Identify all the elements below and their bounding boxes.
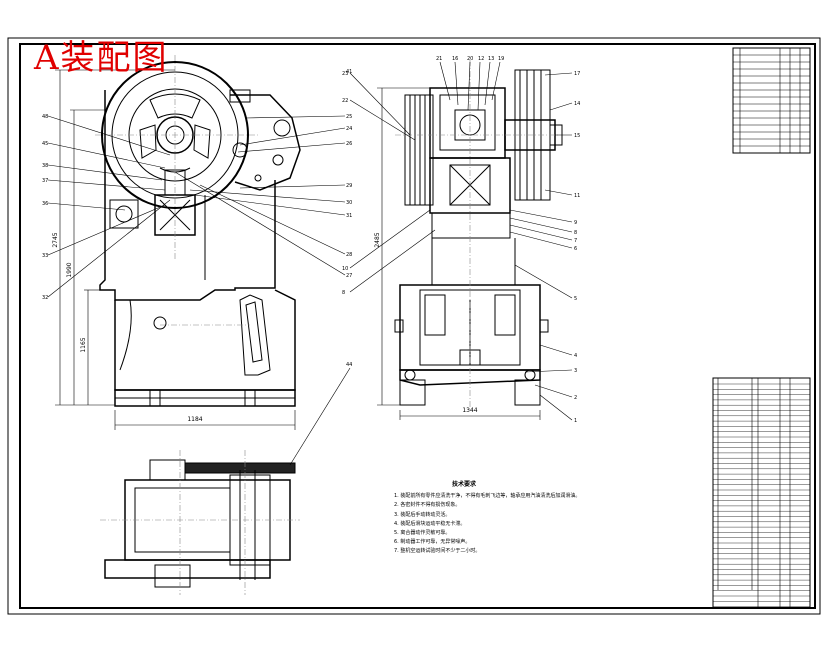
tech-requirement-item: 5. 离合器动作灵敏可靠。 [394,530,451,537]
balloon-label: 32 [42,295,48,301]
balloon-label: 16 [452,56,458,62]
parts-list-top [732,47,811,154]
balloon-label: 2 [574,395,577,401]
balloon-label: 36 [42,201,48,207]
balloon-label: 17 [574,71,580,77]
balloon-label: 38 [42,163,48,169]
balloon-label: 1 [574,418,577,424]
side-leaders [47,115,346,298]
balloon-label: 33 [42,253,48,259]
front-dim-texts: 1344 2485 [374,232,478,414]
inner-border [19,43,816,609]
balloon-label: 21 [436,56,442,62]
dim-height-total: 2745 [52,232,59,247]
drawing-title: A装配图 [34,38,169,78]
balloon-label: 12 [478,56,484,62]
side-dimensions [55,69,296,430]
parts-list-top-rows [733,54,810,147]
balloon-label: 9 [574,220,577,226]
outer-border [7,37,821,615]
tech-requirement-item: 7. 整机空运转试验时间不少于二小时。 [394,548,481,555]
balloon-label: 26 [346,141,352,147]
dim-width-front: 1344 [462,407,477,414]
balloon-label: 14 [574,101,580,107]
dim-height-front: 2485 [374,232,381,247]
balloon-label: 28 [346,252,352,258]
tech-requirement-item: 2. 各密封件不得有损伤现象。 [394,502,461,509]
balloon-label: 29 [346,183,352,189]
tech-requirement-item: 3. 装配后手动转动灵活。 [394,511,451,518]
balloon-label: 6 [574,246,577,252]
balloon-label: 19 [498,56,504,62]
balloon-label: 5 [574,296,577,302]
side-view [95,55,301,407]
balloon-label: 20 [467,56,473,62]
balloon-label: 45 [42,141,48,147]
tech-requirement-item: 1. 装配前所有零件应清洗干净，不得有毛刺飞边等，轴承应用汽油清洗后加润滑油。 [394,493,581,500]
side-dim-texts: 1184 2745 1990 1165 [52,232,203,423]
front-leaders [349,61,573,421]
balloon-44: 44 [346,362,352,368]
leader-44 [289,367,351,466]
balloon-label: 30 [346,200,352,206]
balloon-label: 8 [574,230,577,236]
dim-width-side: 1184 [187,416,202,423]
balloon-label: 27 [346,273,352,279]
top-view [100,450,300,595]
dim-height-mid: 1990 [66,262,73,277]
balloon-label: 3 [574,368,577,374]
tech-requirement-item: 4. 装配后滑块运动平稳无卡滞。 [394,520,466,527]
balloon-label: 22 [342,98,348,104]
dim-height-low: 1165 [80,337,87,352]
balloon-label: 7 [574,238,577,244]
bom-table [712,377,811,609]
bom-rows [713,383,810,607]
side-balloons: 48 45 38 37 36 33 32 25 24 26 29 30 31 2… [42,69,352,301]
balloon-label: 8 [342,290,345,296]
front-view [394,60,563,410]
balloon-label: 31 [346,213,352,219]
balloon-label: 24 [346,126,352,132]
balloon-label: 11 [574,193,580,199]
balloon-label: 25 [346,114,352,120]
balloon-label: 4 [574,353,577,359]
tech-requirement-item: 6. 制动器工作可靠，无异常噪声。 [394,539,471,546]
balloon-label: 37 [42,178,48,184]
balloon-label: 10 [342,266,348,272]
balloon-label: 15 [574,133,580,139]
balloon-label: 41 [346,69,352,75]
tech-requirements: 技术要求 1. 装配前所有零件应清洗干净，不得有毛刺飞边等，轴承应用汽油清洗后加… [394,480,694,557]
tech-requirements-title: 技术要求 [451,481,476,488]
balloon-label: 48 [42,114,48,120]
front-balloons: 21 16 20 12 13 19 23 22 10 8 17 14 15 11… [342,56,580,424]
balloon-label: 13 [488,56,494,62]
front-dimensions [377,87,541,420]
balloon-label: 23 [342,71,348,77]
